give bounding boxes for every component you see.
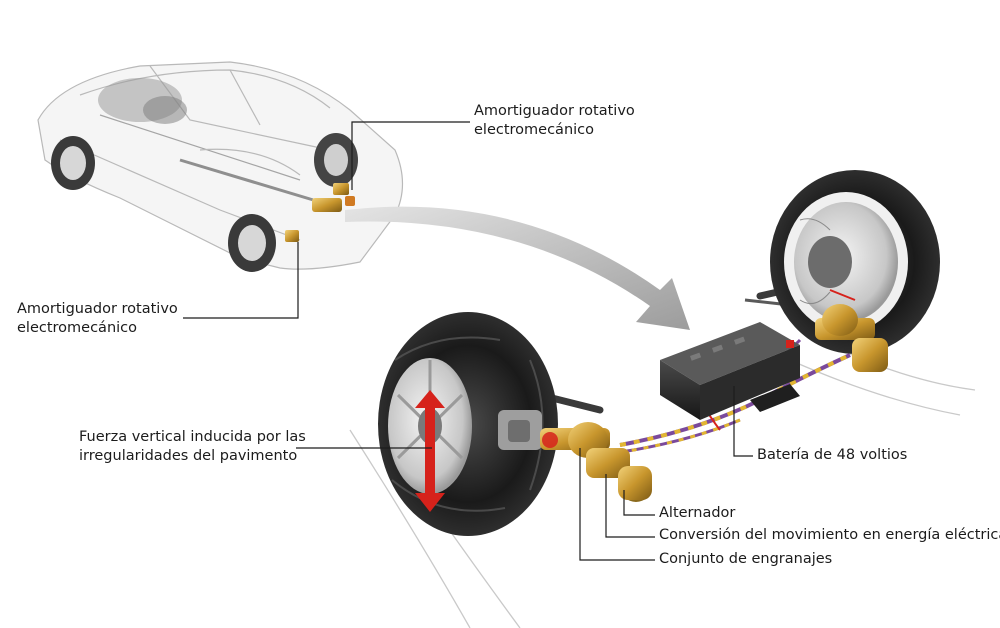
label-vertical-force-line2: irregularidades del pavimento [79,448,298,464]
wheel-illustration-left [378,312,558,536]
car-engine [98,78,187,124]
label-front-damper-line2: electromecánico [17,320,138,336]
damper-assembly-rear [815,289,888,372]
left-hub [498,410,542,450]
car-far-wheel [314,133,358,187]
battery-module-illustration [660,322,800,420]
leader-lines [183,121,753,561]
label-conversion: Conversión del movimiento en energía elé… [659,527,1000,543]
car-front-wheel [51,136,95,190]
label-front-damper-line1: Amortiguador rotativo [17,301,178,317]
label-battery: Batería de 48 voltios [757,447,908,463]
label-alternator: Alternador [659,505,736,521]
damper-assembly-front [540,422,652,502]
label-gear-set: Conjunto de engranajes [659,551,833,567]
car-rear-wheel [228,214,276,272]
label-vertical-force-line1: Fuerza vertical inducida por las [79,429,306,445]
transfer-arrow [345,206,690,330]
label-vertical-force: Fuerza vertical inducida por las irregul… [79,428,306,466]
label-rear-damper-line1: Amortiguador rotativo [474,103,635,119]
car-damper-components [285,183,355,242]
vertical-force-arrow [415,390,445,512]
label-front-damper: Amortiguador rotativo electromecánico [17,300,178,338]
label-rear-damper-line2: electromecánico [474,122,595,138]
wheel-illustration-right [770,170,940,354]
label-rear-damper: Amortiguador rotativo electromecánico [474,102,635,140]
